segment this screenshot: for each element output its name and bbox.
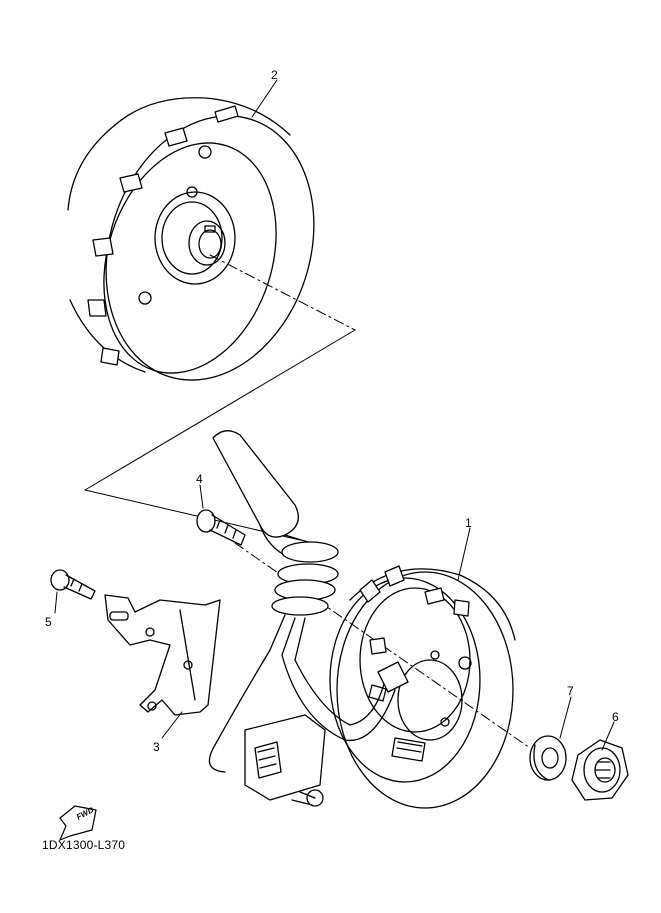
part-4-bolt[interactable] <box>196 509 246 546</box>
fwd-arrow-icon <box>59 805 97 841</box>
diagram-code: 1DX1300-L370 <box>42 838 126 852</box>
callout-4: 4 <box>196 472 203 486</box>
callout-1: 1 <box>465 516 472 530</box>
callout-leaders <box>54 79 615 751</box>
callout-3: 3 <box>153 740 160 754</box>
part-5-screw[interactable] <box>50 569 96 600</box>
pickup-coil <box>244 714 326 807</box>
leader-box-line <box>84 329 356 541</box>
callout-2: 2 <box>271 68 278 82</box>
callout-7: 7 <box>567 684 574 698</box>
part-3-bracket[interactable] <box>104 594 221 716</box>
part-1-stator[interactable] <box>329 565 516 809</box>
part-6-nut[interactable] <box>571 739 629 801</box>
callout-5: 5 <box>45 615 52 629</box>
part-7-washer[interactable] <box>529 735 567 781</box>
part-2-rotor[interactable] <box>67 89 347 408</box>
wire-harness <box>208 430 409 773</box>
callout-6: 6 <box>612 710 619 724</box>
